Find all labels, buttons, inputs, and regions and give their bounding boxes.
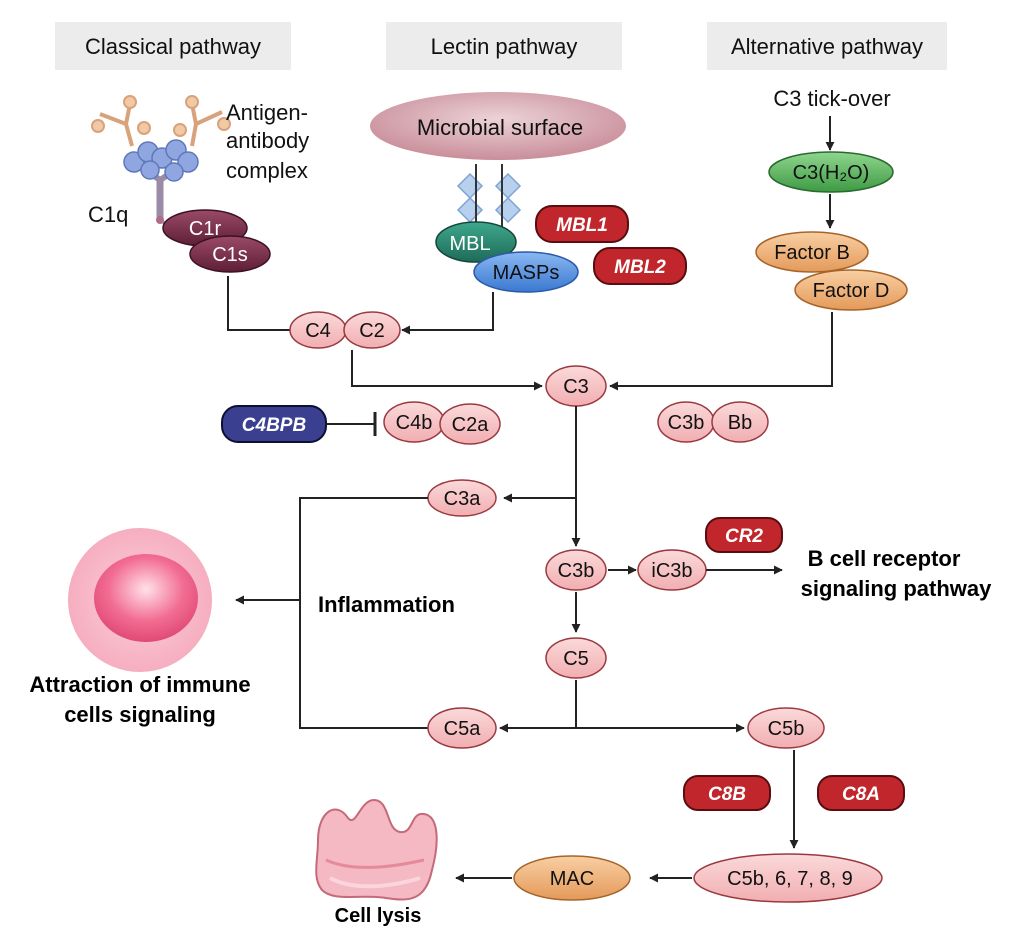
mbl1-gene-badge: MBL1 — [535, 205, 629, 243]
microbial-surface-label: Microbial surface — [417, 115, 583, 140]
b-cell-label-2: signaling pathway — [801, 576, 992, 601]
c3-node: C3 — [545, 365, 607, 407]
factor-d-label: Factor D — [813, 280, 890, 302]
masps-label: MASPs — [493, 262, 560, 284]
c4bpb-gene-badge: C4BPB — [221, 405, 327, 443]
immune-cell-illustration — [68, 528, 212, 672]
inflammation-label: Inflammation — [318, 592, 455, 617]
cr2-label: CR2 — [725, 526, 763, 547]
c4b-label: C4b — [396, 412, 433, 434]
mbl1-label: MBL1 — [556, 215, 608, 236]
cr2-gene-badge: CR2 — [705, 517, 783, 553]
mbl-node: MBL — [435, 221, 517, 263]
c5b-node: C5b — [747, 707, 825, 749]
c4b-node: C4b — [383, 401, 445, 443]
masps-node: MASPs — [473, 251, 579, 293]
mac-node: MAC — [513, 855, 631, 901]
b-cell-label-1: B cell receptor — [808, 546, 961, 571]
alternative-pathway-label: Alternative pathway — [731, 34, 923, 59]
c1s-label: C1s — [212, 244, 248, 266]
mbl2-gene-badge: MBL2 — [593, 247, 687, 285]
lectin-pathway-header: Lectin pathway — [386, 22, 622, 70]
c5b-label: C5b — [768, 718, 805, 740]
c3b-node: C3b — [545, 549, 607, 591]
carbohydrate-ligands — [456, 164, 522, 236]
c4-label: C4 — [305, 320, 331, 342]
tick-over-label: C3 tick-over — [773, 86, 890, 111]
c5-node: C5 — [545, 637, 607, 679]
alternative-pathway-header: Alternative pathway — [707, 22, 947, 70]
c8a-gene-badge: C8A — [817, 775, 905, 811]
c4-node: C4 — [289, 311, 347, 349]
bb-label: Bb — [728, 412, 752, 434]
c3h2o-node: C3(H₂O) — [768, 151, 894, 193]
mbl-label: MBL — [449, 233, 490, 255]
c3-label: C3 — [563, 376, 589, 398]
microbial-surface: Microbial surface — [370, 92, 626, 160]
classical-pathway-header: Classical pathway — [55, 22, 291, 70]
c3b-alt-node: C3b — [657, 401, 715, 443]
c1s-node: C1s — [189, 235, 271, 273]
c2-label: C2 — [359, 320, 385, 342]
c8b-label: C8B — [708, 784, 746, 805]
c5b6789-node: C5b, 6, 7, 8, 9 — [693, 853, 883, 903]
antigen-label-2: antibody — [226, 128, 309, 153]
attraction-label-2: cells signaling — [64, 702, 216, 727]
c3b-label: C3b — [558, 560, 595, 582]
c3h2o-label: C3(H₂O) — [793, 162, 870, 184]
factor-b-label: Factor B — [774, 242, 850, 264]
c4bpb-label: C4BPB — [242, 415, 307, 436]
c1q-label: C1q — [88, 202, 128, 227]
mac-label: MAC — [550, 868, 594, 890]
ic3b-label: iC3b — [651, 560, 692, 582]
antibody-illustration — [91, 95, 231, 224]
bb-node: Bb — [711, 401, 769, 443]
factor-d-node: Factor D — [794, 269, 908, 311]
c3b-alt-label: C3b — [668, 412, 705, 434]
classical-pathway-label: Classical pathway — [85, 34, 261, 59]
c5a-label: C5a — [444, 718, 482, 740]
antigen-label-1: Antigen- — [226, 100, 308, 125]
c3a-label: C3a — [444, 488, 482, 510]
c5-label: C5 — [563, 648, 589, 670]
ic3b-node: iC3b — [637, 549, 707, 591]
c2a-node: C2a — [439, 403, 501, 445]
c5a-node: C5a — [427, 707, 497, 749]
c5b6789-label: C5b, 6, 7, 8, 9 — [727, 868, 853, 890]
c8b-gene-badge: C8B — [683, 775, 771, 811]
antigen-label-3: complex — [226, 158, 308, 183]
c8a-label: C8A — [842, 784, 880, 805]
c1r-label: C1r — [189, 218, 222, 240]
cell-lysis-label: Cell lysis — [335, 905, 422, 927]
c2a-label: C2a — [452, 414, 490, 436]
factor-b-node: Factor B — [755, 231, 869, 273]
mbl2-label: MBL2 — [614, 257, 666, 278]
lectin-pathway-label: Lectin pathway — [431, 34, 578, 59]
lysed-cell-illustration — [315, 798, 438, 901]
attraction-label-1: Attraction of immune — [29, 672, 250, 697]
c2-node: C2 — [343, 311, 401, 349]
c3a-node: C3a — [427, 479, 497, 517]
